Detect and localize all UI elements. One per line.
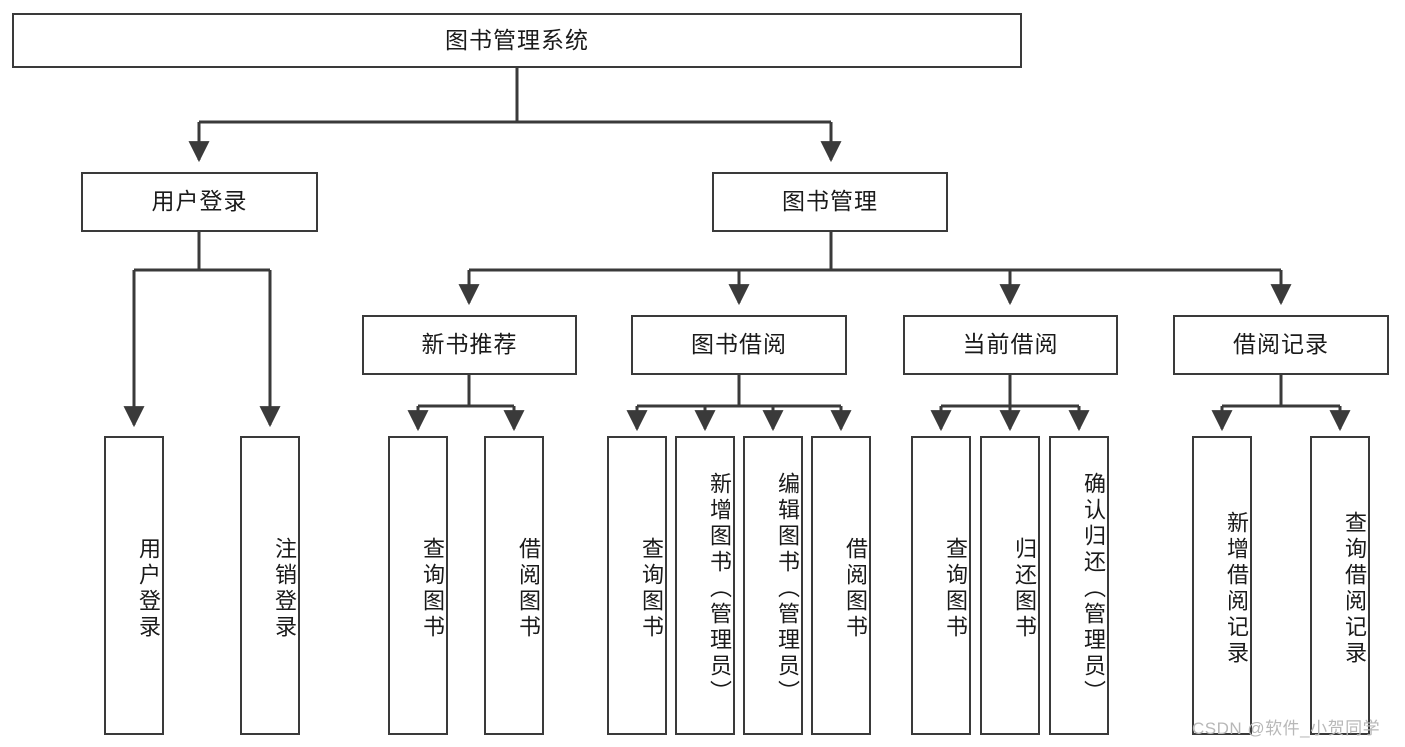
node-label: 查询图书 [639,536,664,641]
node-label: 编辑图书（管理员） [775,471,800,706]
node-book-borrow[interactable]: 图书借阅 [631,315,847,375]
leaf-new-book-borrow[interactable]: 借阅图书 [484,436,544,735]
node-label: 借阅图书 [516,536,541,641]
leaf-new-book-query[interactable]: 查询图书 [388,436,448,735]
node-borrow-record[interactable]: 借阅记录 [1173,315,1389,375]
node-label: 新增借阅记录 [1224,510,1249,667]
node-label: 新增图书（管理员） [707,471,732,706]
node-label: 查询图书 [420,536,445,641]
node-book-management[interactable]: 图书管理 [712,172,948,232]
leaf-borrow-record-add[interactable]: 新增借阅记录 [1192,436,1252,735]
leaf-user-login-logout[interactable]: 注销登录 [240,436,300,735]
node-label: 用户登录 [151,188,248,215]
leaf-user-login-login[interactable]: 用户登录 [104,436,164,735]
node-label: 用户登录 [136,536,161,641]
csdn-watermark: CSDN @软件_小贺同学 [1192,719,1381,738]
node-label: 归还图书 [1012,536,1037,641]
node-label: 确认归还（管理员） [1081,471,1106,706]
node-label: 查询图书 [943,536,968,641]
node-root-book-management-system[interactable]: 图书管理系统 [12,13,1022,68]
node-label: 借阅记录 [1233,331,1329,358]
node-current-borrow[interactable]: 当前借阅 [903,315,1118,375]
leaf-borrow-record-query[interactable]: 查询借阅记录 [1310,436,1370,735]
node-label: 借阅图书 [843,536,868,641]
leaf-book-borrow-add[interactable]: 新增图书（管理员） [675,436,735,735]
leaf-book-borrow-edit[interactable]: 编辑图书（管理员） [743,436,803,735]
leaf-current-borrow-return[interactable]: 归还图书 [980,436,1040,735]
node-user-login[interactable]: 用户登录 [81,172,318,232]
node-label: 图书管理 [782,188,878,215]
leaf-current-borrow-query[interactable]: 查询图书 [911,436,971,735]
leaf-book-borrow-borrow[interactable]: 借阅图书 [811,436,871,735]
node-label: 注销登录 [272,536,297,641]
node-new-book-recommend[interactable]: 新书推荐 [362,315,577,375]
node-label: 图书管理系统 [445,26,589,53]
node-label: 查询借阅记录 [1342,510,1367,667]
node-label: 当前借阅 [962,331,1059,358]
leaf-current-borrow-confirm-return[interactable]: 确认归还（管理员） [1049,436,1109,735]
node-label: 新书推荐 [421,331,518,358]
leaf-book-borrow-query[interactable]: 查询图书 [607,436,667,735]
node-label: 图书借阅 [691,331,787,358]
